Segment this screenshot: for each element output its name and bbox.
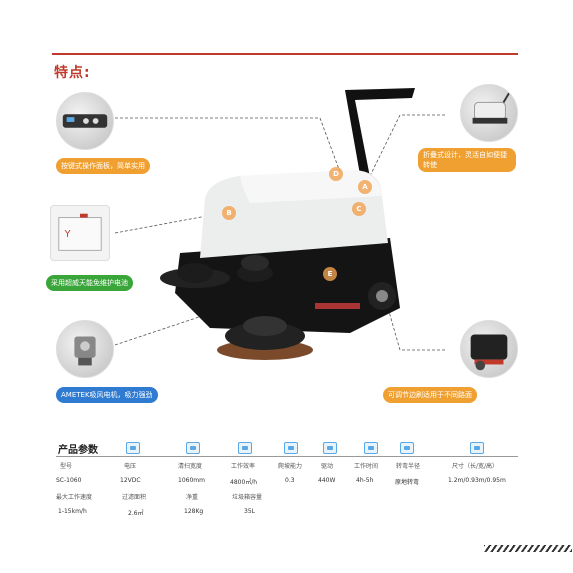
drive-icon: [323, 442, 337, 454]
marker-b: B: [222, 206, 236, 220]
sweeper-machine: [160, 88, 415, 360]
slope-icon: [284, 442, 298, 454]
header-drive: 驱动: [321, 463, 334, 470]
voltage-icon: [126, 442, 140, 454]
value-drive: 440W: [318, 477, 336, 484]
value-efficiency: 4800㎡/h: [230, 479, 258, 486]
feature-badge-fold: 折叠式设计，灵活自如便捷转使: [418, 148, 516, 172]
value-model: SC-1060: [56, 477, 82, 484]
marker-e: E: [323, 267, 337, 281]
header-width: 清扫宽度: [178, 463, 203, 470]
value-net-weight: 128Kg: [184, 508, 204, 515]
feature-badge-panel: 按键式操作面板，简单实用: [56, 158, 150, 174]
panel-photo: [56, 92, 114, 150]
header-voltage: 电压: [124, 463, 137, 470]
header-model: 型号: [60, 463, 73, 470]
size-icon: [470, 442, 484, 454]
value-time: 4h-5h: [356, 477, 374, 484]
params-divider: [56, 456, 518, 457]
fold-photo: [460, 84, 518, 142]
features-title: 特点:: [54, 65, 91, 81]
value-slope: 0.3: [285, 477, 295, 484]
value-size: 1.2m/0.93m/0.95m: [448, 477, 506, 484]
value-turn: 原地转弯: [395, 479, 420, 486]
brush-photo: [460, 320, 518, 378]
value-filter-area: 2.6㎡: [128, 510, 144, 517]
feature-badge-motor: AMETEK吸风电机，吸力强劲: [56, 387, 158, 403]
header-max-speed: 最大工作速度: [56, 494, 93, 501]
marker-a: A: [358, 180, 372, 194]
header-net-weight: 净重: [186, 494, 199, 501]
feature-badge-battery: 采用超威天能免维护电池: [46, 275, 133, 291]
header-time: 工作时间: [354, 463, 379, 470]
top-divider: [52, 53, 518, 55]
value-max-speed: 1-15km/h: [58, 508, 87, 515]
value-voltage: 12VDC: [120, 477, 141, 484]
feature-badge-brush: 可调节边刷适用于不同路面: [383, 387, 477, 403]
marker-d: D: [329, 167, 343, 181]
motor-photo: [56, 320, 114, 378]
turn-icon: [400, 442, 414, 454]
header-size: 尺寸（长/宽/高）: [452, 463, 499, 470]
header-slope: 爬坡能力: [278, 463, 303, 470]
header-turn: 转弯半径: [396, 463, 421, 470]
battery-photo: Y: [50, 205, 110, 261]
decorative-stripes: [484, 545, 572, 552]
params-title: 产品参数: [58, 445, 98, 456]
width-icon: [186, 442, 200, 454]
value-width: 1060mm: [178, 477, 205, 484]
header-efficiency: 工作效率: [231, 463, 256, 470]
marker-c: C: [352, 202, 366, 216]
efficiency-icon: [238, 442, 252, 454]
svg-text:Y: Y: [64, 229, 71, 240]
time-icon: [364, 442, 378, 454]
value-bin-capacity: 35L: [244, 508, 255, 515]
header-filter-area: 过滤面积: [122, 494, 147, 501]
header-bin-capacity: 垃圾箱容量: [232, 494, 263, 501]
